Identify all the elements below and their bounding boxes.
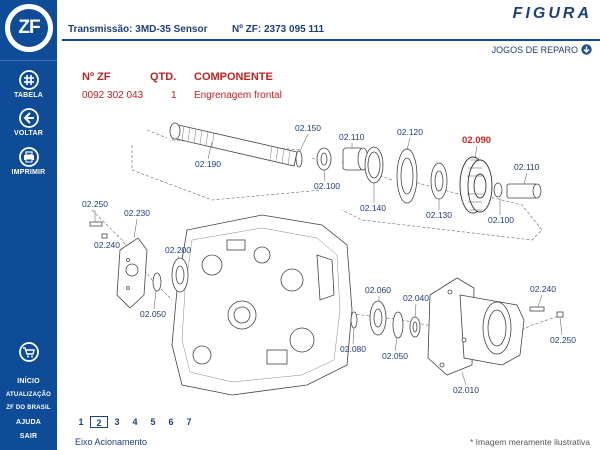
callout-02250: 02.250: [82, 199, 108, 209]
bearing-02200: [171, 257, 189, 293]
print-button-label: IMPRIMIR: [11, 169, 46, 176]
table-button[interactable]: TABELA: [0, 70, 57, 99]
callout-02250b: 02.250: [550, 335, 576, 345]
callout-02010: 02.010: [453, 385, 479, 395]
callout-02080: 02.080: [340, 344, 366, 354]
col-header-component: COMPONENTE: [194, 71, 273, 83]
arrow-down-circle-icon: [581, 44, 592, 55]
page-link-4[interactable]: 4: [132, 417, 138, 427]
screw-02250b: [556, 311, 564, 318]
zf-logo-text: ZF: [10, 9, 48, 47]
qty-value: 1: [171, 90, 177, 101]
page-link-3[interactable]: 3: [114, 417, 120, 427]
leader-lines: [94, 133, 563, 386]
bearing-02060: [369, 300, 387, 336]
callout-labels: 02.150 02.110 02.120 02.090 02.110 02.19…: [82, 123, 576, 395]
gear-02120: [396, 148, 418, 204]
back-button-label: VOLTAR: [14, 130, 43, 137]
bearing-02130: [430, 162, 448, 200]
page-navigation: 1 2 3 4 5 6 7: [72, 416, 198, 428]
right-small-parts[interactable]: [529, 306, 564, 318]
repair-kits-link[interactable]: JOGOS DE REPARO: [492, 44, 592, 55]
page-link-2-current[interactable]: 2: [90, 416, 108, 428]
cart-button[interactable]: [0, 342, 57, 362]
sidebar: ZF TABELA VOLTAR IMPRIMIR: [0, 0, 57, 450]
input-shaft[interactable]: [169, 122, 298, 167]
section-title: FIGURA: [512, 5, 592, 22]
table-icon: [18, 70, 39, 90]
output-housing-02010[interactable]: [427, 277, 525, 376]
header-divider: [62, 39, 600, 41]
transmission-title: Transmissão: 3MD-35 Sensor: [68, 24, 208, 35]
callout-02120: 02.120: [397, 127, 423, 137]
sidebar-link-exit[interactable]: SAIR: [19, 433, 38, 440]
front-gear-02090[interactable]: [459, 156, 493, 214]
callout-02240b: 02.240: [530, 284, 556, 294]
component-value: Engrenagem frontal: [194, 90, 282, 101]
printer-icon: [18, 147, 39, 167]
transmission-housing[interactable]: [171, 214, 353, 396]
sidebar-divider: [0, 60, 57, 61]
right-bushing[interactable]: [493, 182, 542, 199]
callout-02060: 02.060: [365, 285, 391, 295]
callout-02240: 02.240: [94, 240, 120, 250]
repair-kits-label: JOGOS DE REPARO: [491, 44, 578, 55]
seal-02080: [350, 311, 358, 329]
callout-02190: 02.190: [195, 159, 221, 169]
sidebar-link-update[interactable]: ATUALIZAÇÃO: [5, 392, 52, 398]
callout-02050b: 02.050: [382, 351, 408, 361]
left-small-parts[interactable]: [89, 221, 189, 293]
callout-02100b: 02.100: [488, 215, 514, 225]
page-link-7[interactable]: 7: [186, 417, 192, 427]
page-link-5[interactable]: 5: [150, 417, 156, 427]
print-button[interactable]: IMPRIMIR: [0, 147, 57, 176]
zf-logo[interactable]: ZF: [5, 4, 53, 52]
col-header-part-no: Nº ZF: [82, 71, 111, 83]
callout-02090-highlighted: 02.090: [462, 135, 491, 146]
pin-02240: [101, 233, 108, 239]
bearing-cover-02230[interactable]: [116, 237, 148, 309]
callout-02110: 02.110: [339, 132, 365, 142]
sidebar-link-help[interactable]: AJUDA: [15, 419, 42, 426]
sidebar-link-zf-brasil[interactable]: ZF DO BRASIL: [6, 405, 51, 411]
callout-02200: 02.200: [165, 245, 191, 255]
zf-number: Nº ZF: 2373 095 111: [232, 24, 325, 35]
washer-02040: [409, 316, 421, 338]
back-button[interactable]: VOLTAR: [0, 108, 57, 137]
cart-icon: [18, 342, 39, 362]
callout-02110b: 02.110: [514, 162, 540, 172]
snap-ring-02150: [295, 150, 303, 168]
back-arrow-icon: [18, 108, 39, 128]
output-side-parts[interactable]: [350, 300, 421, 339]
figure-caption: Eixo Acionamento: [75, 437, 148, 447]
screw-02250: [89, 221, 103, 227]
col-header-qty: QTD.: [150, 71, 177, 83]
page-link-6[interactable]: 6: [168, 417, 174, 427]
part-number-value[interactable]: 0092 302 043: [82, 90, 144, 101]
snap-ring-02050b: [392, 311, 404, 339]
table-button-label: TABELA: [13, 92, 44, 99]
callout-02130: 02.130: [426, 210, 452, 220]
sidebar-link-home[interactable]: INÍCIO: [17, 378, 40, 385]
pin-02240b: [529, 306, 545, 312]
top-row-parts[interactable]: [295, 146, 448, 204]
callout-02050: 02.050: [140, 309, 166, 319]
callout-02100: 02.100: [314, 181, 340, 191]
callout-02140: 02.140: [360, 203, 386, 213]
callout-02040: 02.040: [403, 293, 429, 303]
exploded-view-diagram: 02.150 02.110 02.120 02.090 02.110 02.19…: [82, 122, 576, 396]
callout-02150: 02.150: [295, 123, 321, 133]
illustrative-note: * Imagem meramente ilustrativa: [470, 437, 590, 447]
page-link-1[interactable]: 1: [78, 417, 84, 427]
callout-02230: 02.230: [124, 208, 150, 218]
snap-ring-02050: [152, 272, 162, 292]
